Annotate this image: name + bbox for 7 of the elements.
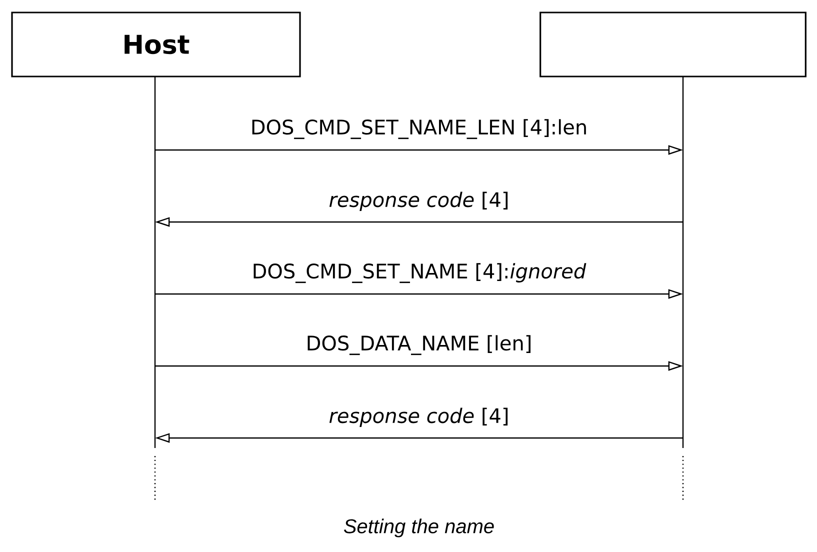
message-label: response code [4] — [329, 192, 508, 212]
participant-box: Host — [11, 12, 301, 78]
message-label: DOS_DATA_NAME [len] — [308, 335, 530, 356]
caption: Setting the name — [344, 518, 494, 538]
message-label: DOS_CMD_SET_NAME [4]:ignored — [254, 263, 586, 284]
message-label: DOS_CMD_SET_NAME_LEN [4]:len — [252, 119, 586, 140]
message-label: response code [4] — [329, 408, 508, 428]
